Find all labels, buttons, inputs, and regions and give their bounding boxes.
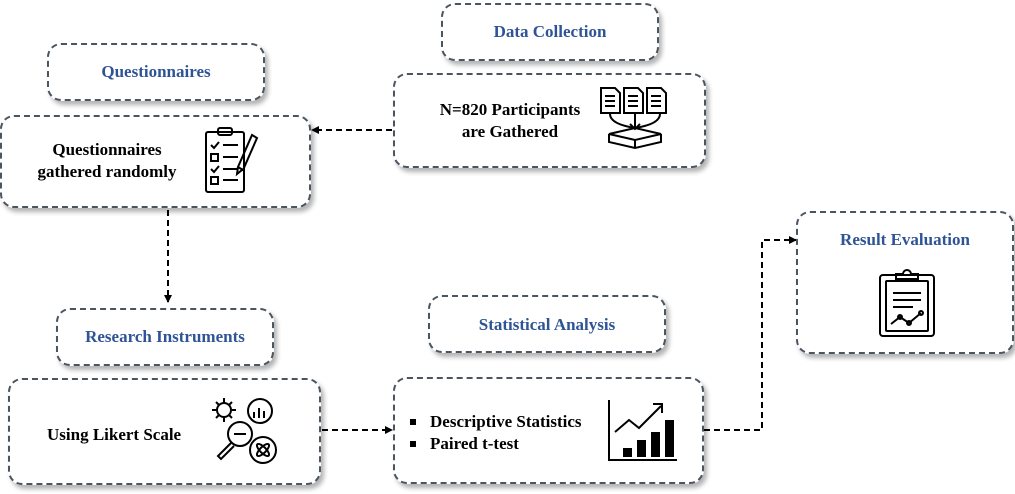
analysis-item-descriptive: Descriptive Statistics [410, 411, 582, 433]
bar-chart-trend-icon [608, 400, 677, 461]
questionnaires-header: Questionnaires [47, 43, 265, 101]
data-collection-header: Data Collection [441, 3, 659, 61]
checklist-pencil-icon [205, 127, 259, 193]
result-evaluation-box: Result Evaluation [796, 211, 1014, 354]
questionnaires-line1: Questionnaires [52, 140, 162, 159]
participants-text: N=820 Participants are Gathered [415, 99, 605, 143]
result-evaluation-title: Result Evaluation [840, 230, 970, 249]
statistical-analysis-header: Statistical Analysis [428, 295, 666, 353]
questionnaires-line2: gathered randomly [37, 162, 177, 181]
clipboard-chart-icon [879, 269, 935, 337]
research-instruments-title: Research Instruments [85, 327, 245, 346]
analysis-list: Descriptive Statistics Paired t-test [410, 411, 582, 455]
analysis-box: Descriptive Statistics Paired t-test [393, 377, 704, 484]
participants-line2: are Gathered [461, 122, 559, 141]
research-instruments-header: Research Instruments [56, 308, 274, 366]
participants-box: N=820 Participants are Gathered [393, 73, 706, 168]
instruments-box: Using Likert Scale [8, 378, 321, 485]
documents-to-database-icon [600, 87, 667, 150]
participants-line1: N=820 Participants [439, 100, 581, 119]
questionnaires-box: Questionnaires gathered randomly [0, 115, 311, 208]
statistical-analysis-title: Statistical Analysis [478, 315, 616, 334]
arrow-analysis-to-evaluation [704, 236, 797, 431]
analysis-item-ttest: Paired t-test [410, 433, 582, 455]
analysis-tools-icon [212, 398, 277, 464]
questionnaires-text: Questionnaires gathered randomly [14, 139, 200, 183]
questionnaires-title: Questionnaires [101, 62, 211, 81]
instruments-text: Using Likert Scale [47, 425, 182, 444]
data-collection-title: Data Collection [493, 22, 607, 41]
